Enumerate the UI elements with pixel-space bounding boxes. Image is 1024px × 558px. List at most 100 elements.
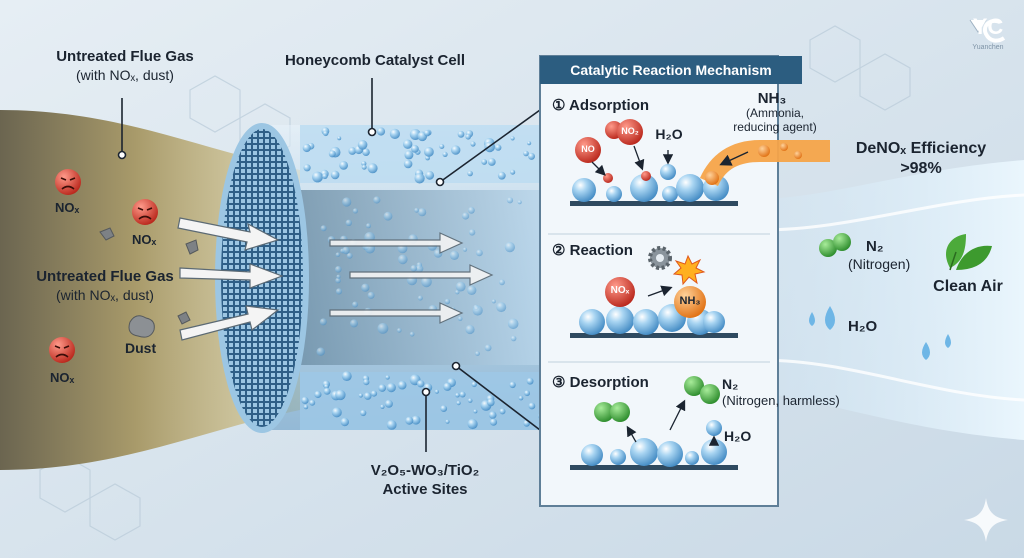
clean-air-label: Clean Air [933, 278, 1003, 295]
catalyst-bead [336, 274, 341, 279]
catalyst-bead [497, 171, 506, 180]
n2-label-step3: N₂ [722, 376, 739, 392]
dust-particles [99, 227, 199, 338]
nh3-molecule-label: NH₃ [679, 295, 701, 307]
catalyst-bead [527, 141, 532, 146]
catalyst-bead [499, 279, 505, 286]
n2-note-step3: (Nitrogen, harmless) [722, 393, 840, 408]
step-reaction-label: ② Reaction [552, 242, 633, 259]
nh3-label: NH₃ [757, 90, 787, 107]
catalyst-bead [383, 211, 393, 221]
catalyst-bead [475, 351, 480, 356]
catalyst-bead [495, 144, 502, 151]
untreated-flue-gas-label-mid: Untreated Flue Gas [36, 268, 174, 285]
catalyst-bead [341, 371, 352, 381]
catalyst-bead [425, 170, 435, 180]
catalyst-bead [303, 404, 309, 410]
catalyst-bead [465, 324, 475, 335]
catalyst-bead [367, 163, 378, 174]
catalyst-bead [323, 387, 331, 395]
catalyst-bead [303, 164, 311, 172]
catalyst-bead [361, 283, 370, 292]
catalyst-bead [322, 173, 328, 180]
catalyst-bead [411, 145, 419, 153]
n2-molecule [684, 376, 704, 396]
catalyst-bead [440, 405, 448, 412]
catalyst-bead [456, 400, 461, 406]
catalyst-bead [377, 323, 389, 334]
catalyst-bead [380, 404, 385, 409]
catalyst-bead [457, 130, 465, 138]
catalyst-bead [417, 295, 423, 301]
catalyst-bead [337, 136, 342, 141]
catalyst-bead [309, 399, 316, 406]
catalyst-bead [335, 288, 343, 295]
catalyst-bead [320, 225, 327, 232]
nh3-note-line1: (Ammonia, [745, 106, 804, 120]
leaf-icon [945, 234, 992, 271]
n2-output-label: N₂ [866, 238, 884, 255]
catalyst-bead [518, 395, 524, 401]
catalyst-bead [370, 390, 378, 397]
catalyst-bead [312, 171, 323, 183]
no2-molecule-label: NO₂ [621, 126, 639, 136]
catalyst-bead [324, 384, 329, 389]
nox-label: NOₓ [50, 370, 75, 385]
no-molecule [575, 137, 601, 163]
nox-face-icon [55, 169, 81, 195]
catalyst-bead [510, 169, 516, 175]
denox-efficiency-value: >98% [900, 160, 942, 177]
catalyst-bead [319, 318, 327, 326]
catalyst-bead [386, 383, 396, 393]
catalyst-bead [424, 147, 434, 157]
catalyst-bead [473, 409, 478, 414]
no-molecule-label: NO [581, 144, 595, 154]
catalyst-bead [363, 379, 370, 386]
catalyst-bead [528, 152, 535, 160]
catalyst-bead [504, 242, 515, 253]
catalyst-bead [410, 265, 418, 272]
catalyst-bead [417, 380, 425, 388]
mechanism-panel [539, 55, 802, 507]
catalyst-bead [510, 136, 515, 141]
nox-face-icon [132, 199, 158, 225]
catalyst-bead [526, 377, 534, 385]
yuanchen-logo [969, 19, 1006, 43]
catalyst-bead [352, 301, 359, 308]
untreated-flue-gas-sublabel: (with NOₓ, dust) [76, 67, 174, 83]
catalyst-bead [471, 381, 477, 388]
catalyst-bead [506, 197, 514, 204]
catalyst-bead [467, 398, 473, 403]
catalyst-bead [357, 140, 368, 150]
catalyst-bead [358, 393, 363, 398]
catalyst-bead [330, 170, 340, 180]
active-sites-label: Active Sites [382, 481, 468, 498]
catalyst-bead [499, 408, 506, 415]
catalyst-bead [361, 164, 367, 170]
catalyst-bead [362, 148, 370, 156]
logo-letters: YC [972, 14, 1004, 39]
catalyst-bead [360, 409, 367, 417]
gear-icon [648, 246, 672, 270]
catalyst-bead [389, 128, 400, 139]
untreated-flue-gas-sublabel-mid: (with NOₓ, dust) [56, 287, 154, 303]
catalyst-bead [459, 391, 466, 398]
catalyst-bead [314, 390, 322, 399]
catalyst-bead [496, 302, 507, 313]
catalyst-bead [425, 155, 430, 161]
catalyst-bead [376, 127, 386, 136]
brand-name: Yuanchen [972, 44, 1004, 51]
catalyst-bead [331, 407, 342, 418]
catalyst-bead [465, 134, 472, 140]
catalyst-bead [384, 399, 393, 408]
sparkle-watermark-icon [964, 498, 1008, 542]
catalyst-bead [528, 402, 536, 410]
catalyst-bead [487, 158, 496, 166]
leader-lines [117, 78, 541, 452]
catalyst-surface [570, 465, 738, 470]
catalyst-bead [467, 170, 473, 177]
nh3-note-line2: reducing agent) [733, 120, 817, 134]
denox-efficiency-label: DeNOₓ Efficiency [855, 140, 987, 157]
desorption-scene [581, 376, 727, 467]
catalyst-bead [335, 252, 341, 257]
